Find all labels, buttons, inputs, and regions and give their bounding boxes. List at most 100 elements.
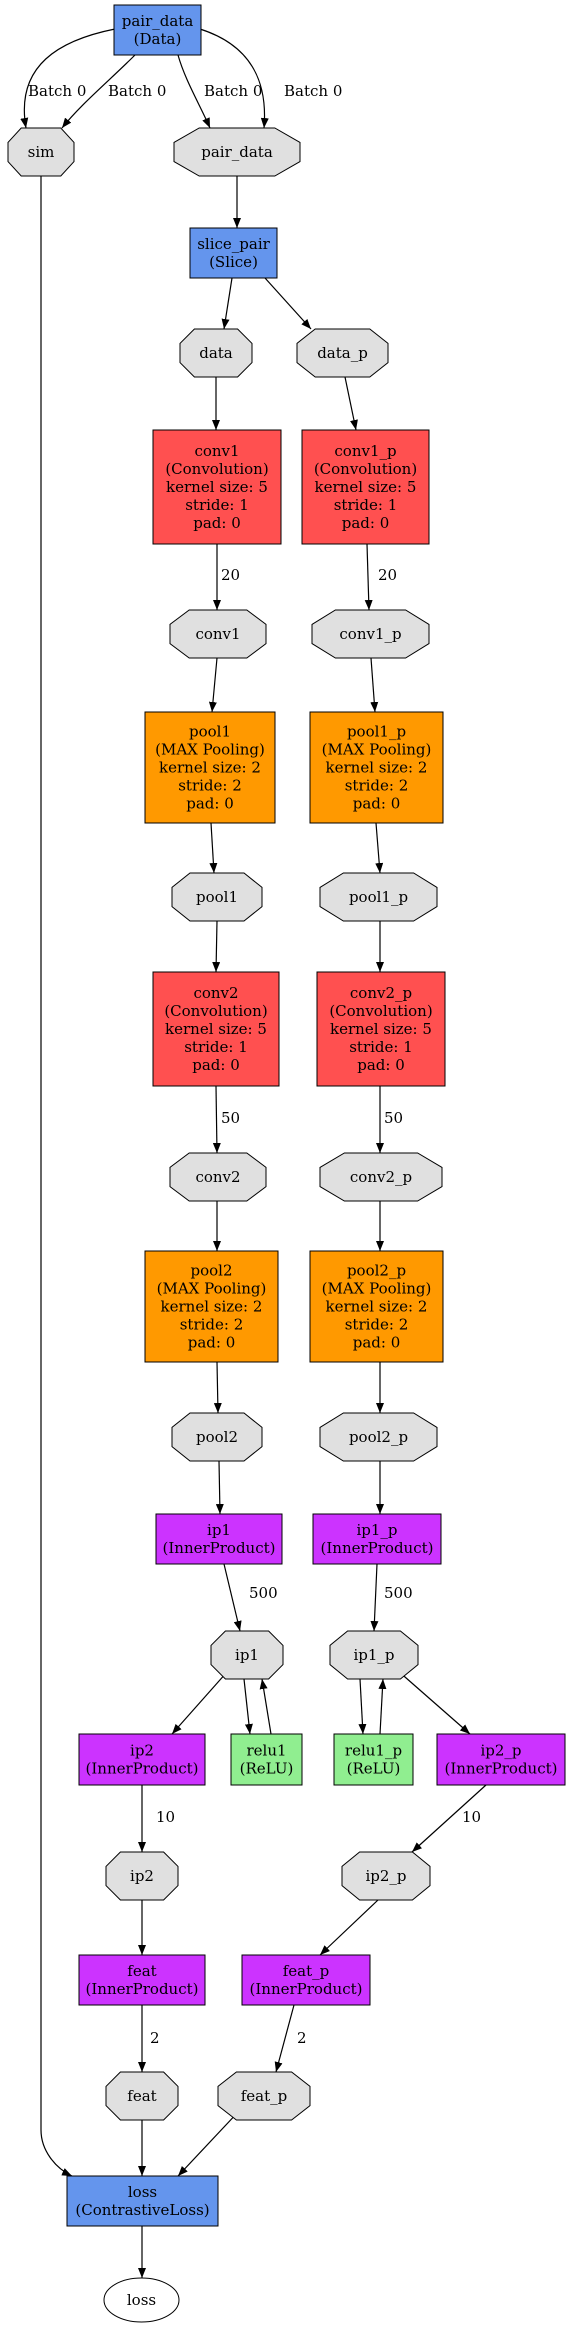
edge-pair_data_layer-to-pair_data_blob: [199, 28, 269, 129]
edge-ip1_blob-to-relu1: [243, 1678, 253, 1735]
layer-box: [241, 1954, 371, 2006]
layer-box: [316, 971, 446, 1087]
edge-relu1-to-ip1_blob: [259, 1678, 272, 1735]
node-pair-data-blob: pair_data: [173, 127, 301, 177]
edge-ip1-to-ip1_blob: [223, 1563, 242, 1632]
node-conv2-p-blob: conv2_p: [319, 1152, 443, 1202]
node-conv2-blob: conv2: [169, 1152, 267, 1202]
node-ip2-p-blob: ip2_p: [341, 1851, 431, 1901]
node-name: pool1: [189, 723, 231, 741]
node-detail: (ReLU): [347, 1760, 401, 1778]
edge-label: 50: [384, 1109, 403, 1127]
edge-pool2-to-pool2_blob: [213, 1361, 222, 1414]
edge-label: Batch 0: [204, 82, 262, 100]
node-detail: (InnerProduct): [321, 1539, 434, 1557]
blob-octagon: [105, 2071, 179, 2121]
node-detail: (MAX Pooling): [155, 741, 265, 759]
edge-pool1-to-pool1_blob: [209, 822, 218, 874]
node-ip1-p-blob: ip1_p: [329, 1630, 419, 1680]
node-ip2: ip2(InnerProduct): [78, 1733, 206, 1786]
node-pool2-p: pool2_p(MAX Pooling)kernel size: 2stride…: [309, 1250, 444, 1363]
node-detail: kernel size: 5: [166, 478, 268, 496]
edge-conv1_p-to-conv1_p_blob: [364, 543, 373, 611]
node-detail: stride: 2: [345, 777, 409, 795]
node-feat-blob: feat: [105, 2071, 179, 2121]
node-ip2-blob: ip2: [105, 1851, 179, 1901]
node-detail: (Slice): [209, 253, 258, 271]
node-detail: kernel size: 2: [161, 1298, 263, 1316]
node-name: pool1: [196, 888, 238, 906]
node-pool2: pool2(MAX Pooling)kernel size: 2stride: …: [144, 1250, 279, 1363]
node-detail: pad: 0: [192, 1056, 240, 1074]
node-detail: kernel size: 2: [326, 759, 428, 777]
layer-box: [189, 227, 278, 279]
layer-box: [309, 711, 444, 824]
node-relu1: relu1(ReLU): [230, 1733, 303, 1786]
edge-label: 10: [156, 1808, 175, 1826]
node-conv1-p: conv1_p(Convolution)kernel size: 5stride…: [301, 429, 430, 545]
node-name: conv2_p: [350, 1168, 412, 1186]
node-detail: stride: 2: [345, 1316, 409, 1334]
node-name: pool2: [190, 1262, 232, 1280]
node-detail: stride: 2: [178, 777, 242, 795]
output-ellipse: [103, 2277, 180, 2323]
layer-box: [78, 1954, 206, 2006]
edge-label: 10: [462, 1808, 481, 1826]
node-name: pool2: [196, 1428, 238, 1446]
node-name: pool1_p: [349, 888, 408, 906]
node-name: ip1: [235, 1646, 259, 1664]
node-name: pair_data: [122, 12, 194, 30]
edge-pair_data_layer-to-pair_data_blob: [177, 54, 211, 129]
node-name: conv1_p: [339, 625, 401, 643]
blob-octagon: [319, 1152, 443, 1202]
layer-box: [312, 1513, 442, 1565]
node-name: loss: [127, 2291, 156, 2309]
node-detail: pad: 0: [193, 514, 241, 532]
edge-conv1_blob-to-pool1: [208, 657, 218, 713]
edge-label: Batch 0: [108, 82, 166, 100]
node-loss-out: loss: [103, 2277, 180, 2323]
node-conv2-p: conv2_p(Convolution)kernel size: 5stride…: [316, 971, 446, 1087]
blob-octagon: [173, 127, 301, 177]
node-loss-layer: loss(ContrastiveLoss): [66, 2175, 219, 2227]
layer-box: [301, 429, 430, 545]
node-name: ip2: [130, 1867, 154, 1885]
node-name: ip2_p: [480, 1742, 521, 1760]
edge-ip1_p_blob-to-relu1_p: [358, 1678, 367, 1735]
layer-box: [333, 1733, 414, 1786]
blob-octagon: [311, 609, 430, 659]
edge-label: 2: [297, 2029, 307, 2047]
layer-box: [309, 1250, 444, 1363]
edge-slice_pair-to-data_p: [264, 277, 312, 330]
edge-conv2-to-conv2_blob: [212, 1085, 221, 1154]
node-detail: kernel size: 5: [330, 1020, 432, 1038]
node-detail: (InnerProduct): [86, 1760, 199, 1778]
node-detail: kernel size: 5: [165, 1020, 267, 1038]
layer-box: [144, 1250, 279, 1363]
node-detail: (ReLU): [240, 1760, 294, 1778]
node-name: sim: [28, 143, 55, 161]
node-detail: (MAX Pooling): [322, 741, 432, 759]
blob-octagon: [341, 1851, 431, 1901]
node-name: conv1_p: [334, 442, 396, 460]
edge-data_p-to-conv1_p: [344, 376, 358, 431]
node-ip1-p: ip1_p(InnerProduct): [312, 1513, 442, 1565]
node-name: conv1: [195, 625, 240, 643]
edge-relu1_p-to-ip1_p_blob: [378, 1678, 387, 1735]
blob-octagon: [296, 328, 389, 378]
node-feat-p: feat_p(InnerProduct): [241, 1954, 371, 2006]
node-data-p: data_p: [296, 328, 389, 378]
node-detail: (InnerProduct): [86, 1980, 199, 1998]
node-detail: pad: 0: [353, 1334, 401, 1352]
blob-octagon: [319, 1412, 438, 1462]
edge-ip2_p-to-ip2_p_blob: [411, 1784, 487, 1853]
layer-box: [78, 1733, 206, 1786]
node-detail: stride: 1: [349, 1038, 413, 1056]
node-feat-p-blob: feat_p: [217, 2071, 311, 2121]
edge-ip2_p_blob-to-feat_p: [319, 1899, 379, 1956]
node-name: feat: [127, 2087, 156, 2105]
node-conv2: conv2(Convolution)kernel size: 5stride: …: [152, 971, 280, 1087]
layer-box: [155, 1513, 283, 1565]
